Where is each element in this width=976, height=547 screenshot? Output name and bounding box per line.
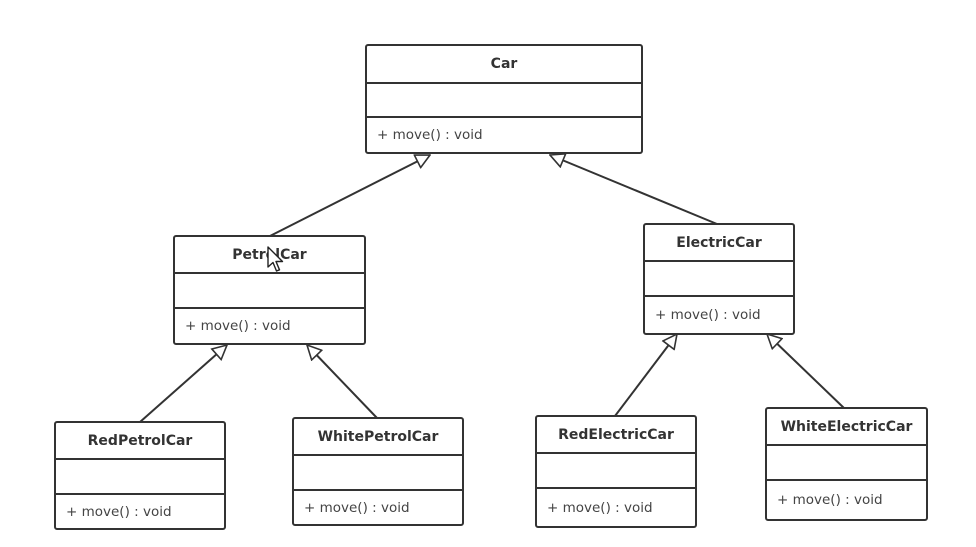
- class-redelectriccar[interactable]: RedElectricCar + move() : void: [535, 415, 697, 528]
- class-name: RedElectricCar: [537, 417, 695, 454]
- attributes-compartment: [645, 262, 793, 297]
- class-redpetrolcar[interactable]: RedPetrolCar + move() : void: [54, 421, 226, 530]
- attributes-compartment: [537, 454, 695, 489]
- edge-electriccar-to-car: [550, 155, 718, 225]
- edge-whitepetrolcar-to-petrolcar: [307, 345, 378, 419]
- operation-move: + move() : void: [547, 499, 653, 516]
- attributes-compartment: [294, 456, 462, 491]
- class-name: WhiteElectricCar: [767, 409, 926, 446]
- attributes-compartment: [767, 446, 926, 481]
- mouse-pointer-icon: [267, 246, 284, 272]
- operation-move: + move() : void: [185, 318, 291, 334]
- operation-move: + move() : void: [655, 307, 761, 323]
- edge-whiteelectriccar-to-electriccar: [767, 334, 846, 410]
- class-whitepetrolcar[interactable]: WhitePetrolCar + move() : void: [292, 417, 464, 526]
- class-name: WhitePetrolCar: [294, 419, 462, 456]
- attributes-compartment: [56, 460, 224, 495]
- class-electriccar[interactable]: ElectricCar + move() : void: [643, 223, 795, 335]
- edge-redelectriccar-to-electriccar: [614, 334, 677, 417]
- class-whiteelectriccar[interactable]: WhiteElectricCar + move() : void: [765, 407, 928, 521]
- edge-petrolcar-to-car: [269, 154, 430, 237]
- class-name: RedPetrolCar: [56, 423, 224, 460]
- operation-move: + move() : void: [66, 503, 172, 520]
- operation-move: + move() : void: [377, 127, 483, 143]
- attributes-compartment: [175, 274, 364, 309]
- class-petrolcar[interactable]: PetrolCar + move() : void: [173, 235, 366, 345]
- edge-redpetrolcar-to-petrolcar: [139, 345, 227, 423]
- operation-move: + move() : void: [304, 499, 410, 516]
- operation-move: + move() : void: [777, 492, 883, 508]
- class-name: Car: [367, 46, 641, 84]
- class-name: ElectricCar: [645, 225, 793, 262]
- class-car[interactable]: Car + move() : void: [365, 44, 643, 154]
- attributes-compartment: [367, 84, 641, 118]
